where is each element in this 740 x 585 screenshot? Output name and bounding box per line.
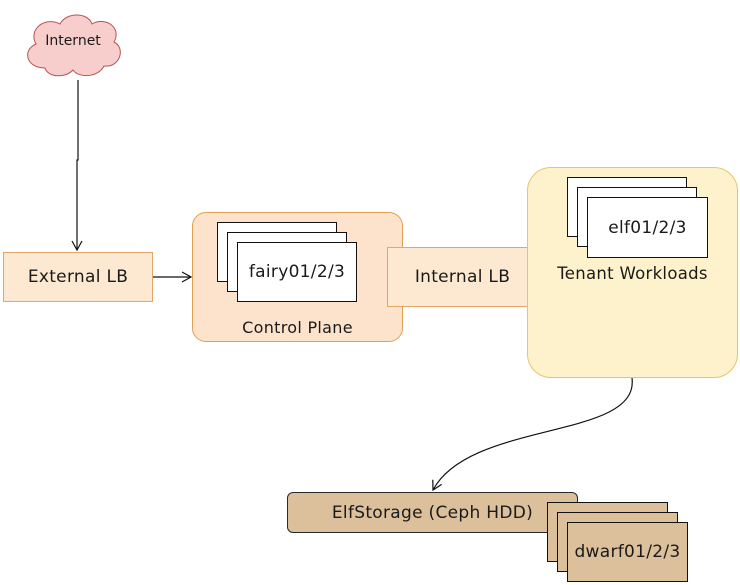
- edge-tenant-to-storage: [432, 377, 633, 492]
- external-lb-node[interactable]: External LB: [3, 252, 153, 302]
- fairy-nodes-card[interactable]: fairy01/2/3: [237, 242, 357, 302]
- internet-cloud-shape: [27, 14, 121, 77]
- dwarf-nodes-card[interactable]: dwarf01/2/3: [567, 522, 688, 582]
- tenant-workloads-label: Tenant Workloads: [557, 263, 708, 283]
- internal-lb-node[interactable]: Internal LB: [387, 247, 538, 307]
- control-plane-label: Control Plane: [242, 317, 353, 337]
- edge-internet-to-external-lb: [71, 80, 83, 252]
- elf-storage-node[interactable]: ElfStorage (Ceph HDD): [287, 492, 578, 533]
- elf-nodes-card[interactable]: elf01/2/3: [587, 197, 708, 258]
- internet-label: Internet: [45, 33, 101, 49]
